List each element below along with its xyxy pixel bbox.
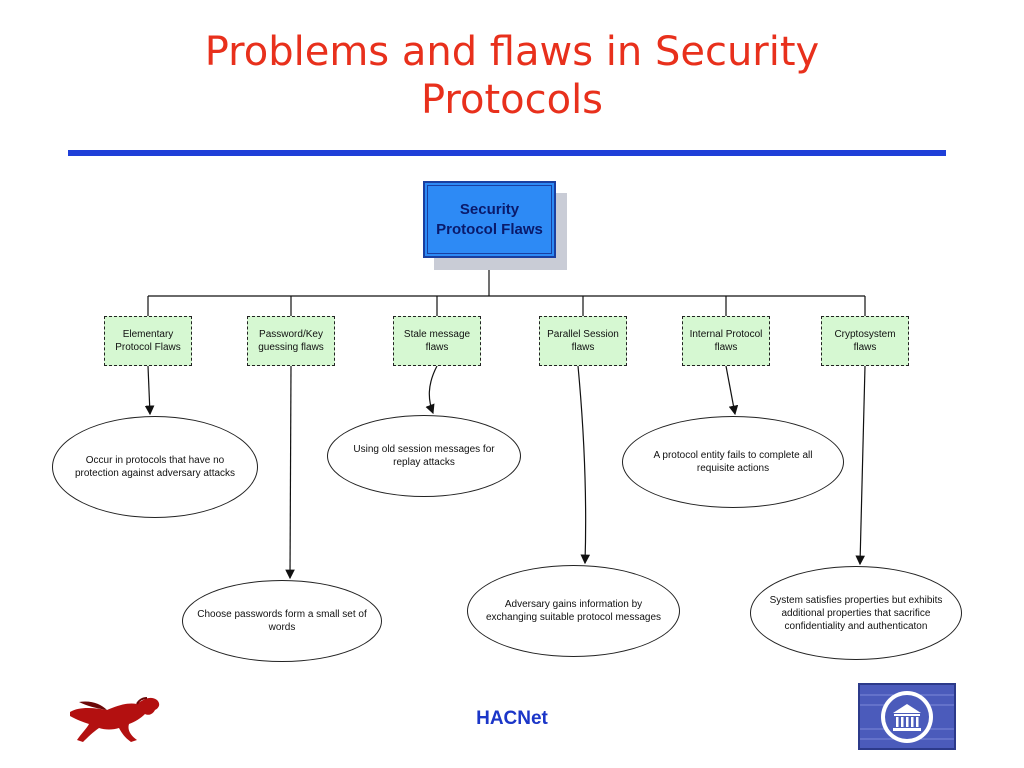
category-label-line2: guessing flaws <box>258 342 324 353</box>
description-text: A protocol entity fails to complete all … <box>653 450 813 474</box>
description-text: Choose passwords form a small set of wor… <box>197 609 367 633</box>
description-text: System satisfies properties but exhibits… <box>769 594 943 632</box>
description-crypto[interactable]: System satisfies properties but exhibits… <box>750 566 962 660</box>
description-text: Using old session messages for replay at… <box>353 444 495 468</box>
category-label-line2: flaws <box>571 342 595 353</box>
description-elementary[interactable]: Occur in protocols that have no protecti… <box>52 416 258 518</box>
slide-title-line1: Problems and flaws in Security <box>204 29 820 75</box>
category-label-line2: flaws <box>853 342 877 353</box>
arrow-crypto <box>855 365 866 566</box>
root-node-line2: Protocol Flaws <box>436 220 543 238</box>
arrow-internal <box>725 365 739 416</box>
category-label-line1: Parallel Session <box>547 329 619 340</box>
description-stale[interactable]: Using old session messages for replay at… <box>327 415 521 497</box>
category-stale[interactable]: Stale message flaws <box>393 316 481 366</box>
description-password[interactable]: Choose passwords form a small set of wor… <box>182 580 382 662</box>
category-password[interactable]: Password/Key guessing flaws <box>247 316 335 366</box>
title-divider <box>68 150 946 156</box>
category-label-line1: Cryptosystem <box>834 329 896 340</box>
arrow-password <box>285 365 295 580</box>
slide-title: Problems and flaws in Security Protocols <box>0 28 1024 124</box>
footer-brand: HACNet <box>476 708 548 729</box>
root-node[interactable]: Security Protocol Flaws <box>423 181 556 258</box>
arrow-parallel <box>577 365 591 565</box>
description-parallel[interactable]: Adversary gains information by exchangin… <box>467 565 680 657</box>
category-label-line2: Protocol Flaws <box>115 342 181 353</box>
category-label-line1: Stale message <box>403 329 471 340</box>
description-internal[interactable]: A protocol entity fails to complete all … <box>622 416 844 508</box>
root-node-line1: Security <box>459 200 520 218</box>
university-seal-icon <box>858 683 956 750</box>
category-label-line2: flaws <box>425 342 449 353</box>
category-label-line1: Password/Key <box>259 329 323 340</box>
category-label-line1: Elementary <box>122 329 174 340</box>
category-label-line1: Internal Protocol <box>689 329 763 340</box>
category-crypto[interactable]: Cryptosystem flaws <box>821 316 909 366</box>
mustang-logo-icon <box>70 697 160 742</box>
description-text: Occur in protocols that have no protecti… <box>74 455 236 479</box>
description-text: Adversary gains information by exchangin… <box>485 599 662 623</box>
arrow-stale <box>425 365 438 415</box>
category-label-line2: flaws <box>714 342 738 353</box>
slide-title-line2: Protocols <box>420 77 604 123</box>
category-parallel[interactable]: Parallel Session flaws <box>539 316 627 366</box>
category-internal[interactable]: Internal Protocol flaws <box>682 316 770 366</box>
arrow-elementary <box>144 365 155 416</box>
